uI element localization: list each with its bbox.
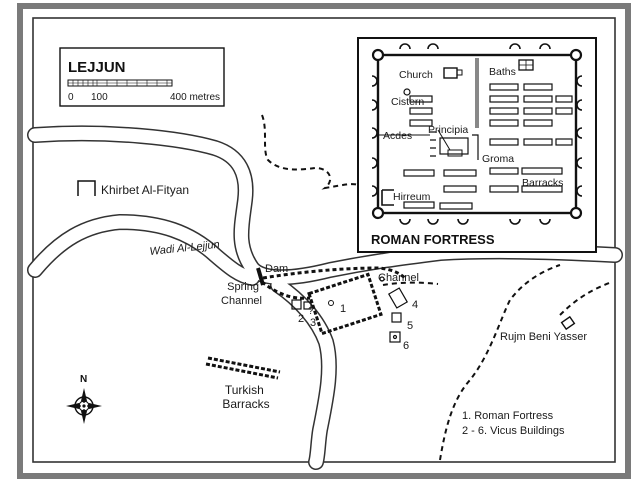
principia-building xyxy=(439,137,469,155)
label-spring-line-1: Spring xyxy=(227,281,259,293)
label-turkish-line-2: Barracks xyxy=(222,397,269,411)
barrack-blocks xyxy=(403,83,573,210)
label-aedes: Acdes xyxy=(383,130,412,142)
inset-fortress-plan: Church Baths Cistern Principia Acdes Gro… xyxy=(357,37,597,253)
site-number-4: 4 xyxy=(412,299,418,311)
channels xyxy=(261,266,406,300)
roman-fortress-site xyxy=(307,272,383,336)
label-spring-line-2: Channel xyxy=(221,295,262,307)
vicus-building-5 xyxy=(391,312,402,323)
inset-streets xyxy=(378,58,479,151)
track-east xyxy=(559,281,613,316)
compass-north-label: N xyxy=(80,374,87,385)
site-number-2: 2 xyxy=(298,313,304,325)
label-cistern: Cistern xyxy=(391,96,424,108)
vicus-building-6 xyxy=(389,331,401,343)
compass-rose-icon xyxy=(66,388,102,424)
title-box xyxy=(59,47,225,107)
label-turkish-barracks: Turkish Barracks xyxy=(222,383,269,411)
label-barracks: Barracks xyxy=(522,177,563,189)
inset-title: ROMAN FORTRESS xyxy=(371,232,495,247)
label-groma: Groma xyxy=(482,153,514,165)
label-spring-channel: Spring Channel xyxy=(221,281,262,307)
label-turkish-line-1: Turkish xyxy=(225,383,264,397)
scale-tick-100: 100 xyxy=(91,92,108,103)
label-baths: Baths xyxy=(489,66,516,78)
label-rujm: Rujm Beni Yasser xyxy=(500,331,587,343)
site-question: ? xyxy=(308,306,314,317)
track-fortress xyxy=(382,281,439,286)
site-number-3: 3 xyxy=(310,317,316,329)
label-dam: Dam xyxy=(265,263,288,275)
map-title: LEJJUN xyxy=(68,59,126,76)
vicus-building-3 xyxy=(303,301,312,310)
spring-channel-line xyxy=(261,280,311,300)
scale-bar xyxy=(67,79,173,87)
khirbet-marker xyxy=(77,180,96,196)
label-khirbet: Khirbet Al-Fityan xyxy=(101,183,189,197)
label-channel: Channel xyxy=(378,272,419,284)
label-church: Church xyxy=(399,69,433,81)
scale-tick-400: 400 metres xyxy=(170,92,220,103)
rujm-marker xyxy=(560,315,576,331)
label-horreum: Hirreum xyxy=(393,191,431,203)
legend-item-2: 2 - 6. Vicus Buildings xyxy=(462,425,565,437)
vicus-building-4 xyxy=(387,287,409,309)
site-number-5: 5 xyxy=(407,320,413,332)
scale-tick-0: 0 xyxy=(68,92,74,103)
corner-towers xyxy=(371,48,583,220)
fortress-wall xyxy=(376,53,578,215)
turkish-barracks-site xyxy=(205,356,281,380)
label-principia: Principia xyxy=(428,124,468,136)
tracks xyxy=(261,114,613,461)
interval-towers xyxy=(371,43,583,225)
site-number-6: 6 xyxy=(403,340,409,352)
horreum-building xyxy=(381,189,394,206)
vicus-building-2 xyxy=(291,299,302,310)
legend-item-1: 1. Roman Fortress xyxy=(462,410,554,422)
site-number-1: 1 xyxy=(340,303,346,315)
dam-marker xyxy=(256,267,265,286)
cistern-marker xyxy=(403,88,411,96)
vicus-buildings xyxy=(291,276,409,343)
channel-line xyxy=(262,266,406,280)
